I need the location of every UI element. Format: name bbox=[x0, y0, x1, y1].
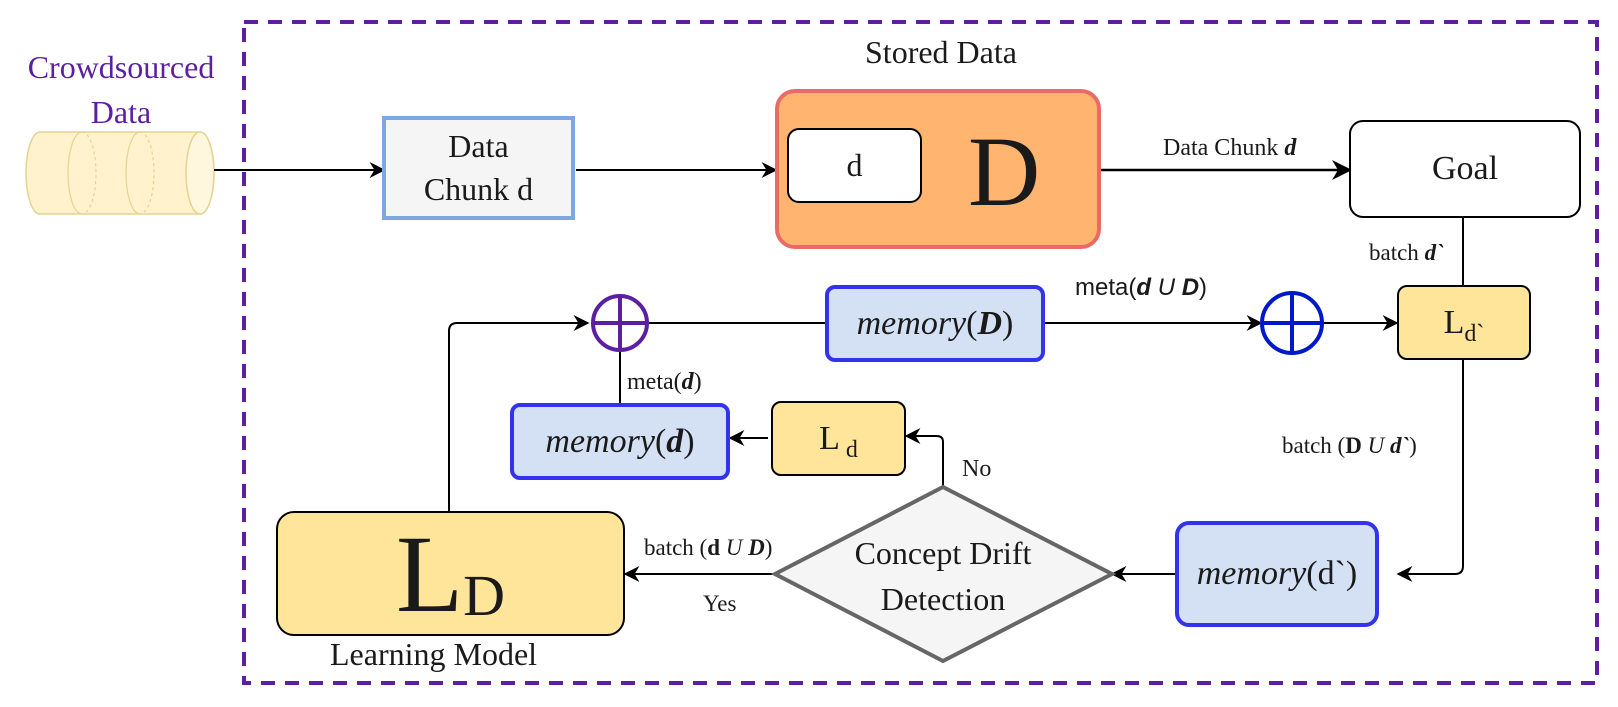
memory-dprime-arg: (d`) bbox=[1306, 555, 1358, 592]
memory-d-open: ( bbox=[654, 422, 667, 460]
data-chunk-edge-var: d bbox=[1284, 135, 1297, 161]
stored-data-frame bbox=[242, 20, 1599, 685]
arrow-ldprime-to-memorydprime bbox=[1396, 360, 1464, 582]
stored-data-title: Stored Data bbox=[865, 34, 1017, 70]
concept-drift-line1: Concept Drift bbox=[854, 535, 1032, 571]
memory-D-arg: D bbox=[977, 304, 1003, 342]
yes-label: Yes bbox=[703, 591, 737, 616]
crowdsourced-line2: Data bbox=[90, 94, 152, 130]
batch-Dud-d: d` bbox=[1389, 433, 1410, 458]
merge-oplus-blue bbox=[1260, 291, 1324, 355]
memory-d-arg: d bbox=[666, 422, 684, 460]
meta-dud-D: D bbox=[1181, 274, 1200, 301]
goal-box: Goal bbox=[1349, 120, 1581, 218]
memory-d-box: memory(d) bbox=[510, 403, 730, 480]
data-chunk-edge-label: Data Chunk d bbox=[1163, 136, 1296, 160]
batch-duD-prefix: batch ( bbox=[644, 535, 708, 560]
crowdsourced-data-label: Crowdsourced Data bbox=[0, 45, 242, 135]
meta-dud-d: d bbox=[1136, 274, 1152, 301]
memory-d-fn: memory bbox=[545, 422, 655, 460]
memory-d-close: ) bbox=[683, 422, 695, 460]
data-chunk-box: Data Chunk d bbox=[382, 116, 575, 220]
concept-drift-text: Concept Drift Detection bbox=[803, 530, 1083, 622]
batch-duD-D: D bbox=[748, 535, 765, 560]
learning-model-label: Learning Model bbox=[330, 636, 538, 672]
memory-D-close: ) bbox=[1002, 304, 1014, 342]
batch-Dud-prefix: batch ( bbox=[1282, 433, 1346, 458]
meta-d-label: meta(d) bbox=[627, 370, 702, 394]
memory-D-open: ( bbox=[966, 304, 978, 342]
arrow-LD-to-oplus bbox=[448, 315, 590, 511]
memory-dprime-fn: memory bbox=[1196, 555, 1307, 592]
memory-D-fn: memory bbox=[856, 304, 967, 342]
concept-drift-line2: Detection bbox=[880, 581, 1006, 617]
L-D-sub: D bbox=[463, 563, 506, 628]
L-dprime-sub: d` bbox=[1464, 321, 1485, 347]
stored-inner-d-box: d bbox=[787, 128, 922, 203]
no-label: No bbox=[962, 456, 992, 482]
data-chunk-line1: Data bbox=[448, 128, 509, 164]
L-D-base: L bbox=[395, 512, 464, 635]
batch-duD-suffix: ) bbox=[764, 535, 773, 560]
meta-d-prefix: meta( bbox=[627, 369, 682, 395]
meta-d-var: d bbox=[681, 369, 694, 395]
meta-d-union-D-label: meta(d U D) bbox=[1075, 276, 1207, 300]
concept-drift-diamond bbox=[770, 484, 1117, 664]
arrow-diamond-to-Ld bbox=[904, 428, 944, 487]
crowdsourced-line1: Crowdsourced bbox=[27, 49, 215, 85]
data-chunk-edge-text: Data Chunk bbox=[1163, 135, 1285, 161]
batch-duD-u: U bbox=[720, 535, 749, 560]
batch-duD-d: d bbox=[707, 535, 721, 560]
memory-dprime-box: memory(d`) bbox=[1175, 521, 1379, 627]
batch-Dud-u: U bbox=[1361, 433, 1390, 458]
batch-dprime-var: d` bbox=[1424, 240, 1444, 265]
L-d-sub: d bbox=[845, 437, 858, 463]
meta-dud-suffix: ) bbox=[1199, 274, 1208, 301]
L-d-base: L bbox=[819, 419, 840, 457]
batch-dprime-text: batch bbox=[1369, 240, 1425, 265]
batch-D-union-dprime-label: batch (D U d`) bbox=[1282, 434, 1417, 457]
stored-big-D: D bbox=[968, 116, 1041, 227]
batch-Dud-suffix: ) bbox=[1409, 433, 1417, 458]
meta-d-suffix: ) bbox=[693, 369, 702, 395]
batch-d-union-D-label: batch (d U D) bbox=[644, 536, 772, 559]
data-chunk-line2: Chunk d bbox=[423, 171, 534, 207]
meta-dud-prefix: meta( bbox=[1075, 274, 1137, 301]
crowdsourced-data-cylinder bbox=[25, 131, 215, 215]
meta-dud-u: U bbox=[1151, 274, 1182, 301]
batch-Dud-D: D bbox=[1345, 433, 1362, 458]
merge-oplus-purple bbox=[591, 294, 649, 352]
memory-D-box: memory(D) bbox=[825, 285, 1045, 362]
L-dprime-base: L bbox=[1443, 303, 1465, 341]
batch-dprime-label: batch d` bbox=[1369, 241, 1444, 264]
